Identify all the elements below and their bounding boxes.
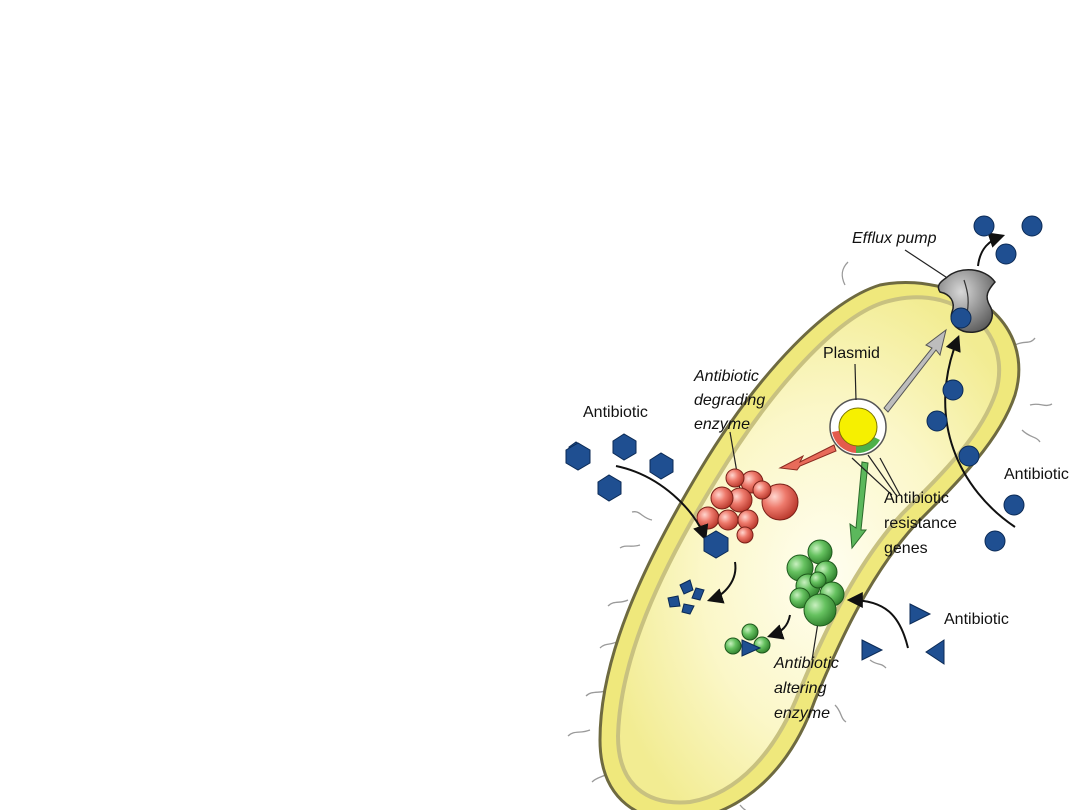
circle-icon [1003,494,1025,516]
gene-expression-arrows [778,328,947,550]
degraded-antibiotic-fragments [667,579,705,615]
triangle-icon [909,603,932,625]
antibiotic-circles [926,215,1043,552]
plasmid [829,398,887,456]
plasmid-label: Plasmid [823,345,880,362]
hexagon-icon [649,452,674,480]
altering-enzyme-label-line2: altering [774,680,827,697]
altering-enzyme-label-line1: Antibiotic [773,655,839,672]
antibiotic-label-left: Antibiotic [583,404,648,421]
antibiotic-label-right: Antibiotic [1004,466,1069,483]
resistance-genes-label-line2: resistance [884,515,957,532]
hexagon-icon [703,530,729,559]
circle-icon [995,243,1017,265]
altering-enzyme-cluster [786,539,845,627]
degrading-enzyme-label-line1: Antibiotic [693,368,759,385]
altered-antibiotic [724,623,771,657]
degrading-enzyme-label-line3: enzyme [694,416,750,433]
circle-icon [1021,215,1043,237]
resistance-genes-label-line1: Antibiotic [884,490,949,507]
triangle-icon [861,639,884,661]
altering-enzyme-label-line3: enzyme [774,705,830,722]
antibiotic-triangles [861,603,945,665]
antibiotic-label-bottom: Antibiotic [944,611,1009,628]
circle-icon [984,530,1006,552]
degrading-enzyme-label-line2: degrading [694,392,765,409]
circle-icon [926,410,948,432]
triangle-icon [925,639,945,665]
efflux-pump-label: Efflux pump [852,230,937,247]
antibiotic-pathway-arrows [615,232,1016,649]
circle-icon [973,215,995,237]
hexagon-icon [612,433,637,461]
antibiotic-hexagons [565,433,729,559]
circle-icon [942,379,964,401]
circle-icon [950,307,972,329]
resistance-genes-label-line3: genes [884,540,928,557]
hexagon-icon [565,442,591,471]
hexagon-icon [597,474,622,502]
circle-icon [958,445,980,467]
